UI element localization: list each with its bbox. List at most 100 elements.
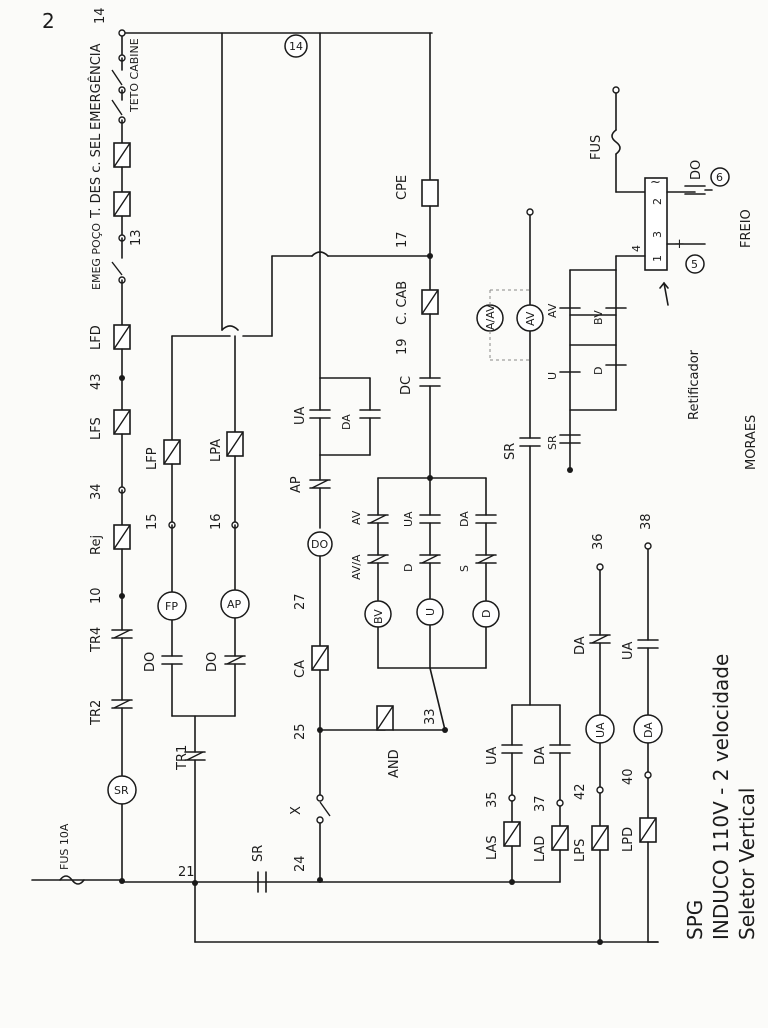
label-lfd: LFD (89, 325, 104, 350)
label-ap: AP (227, 598, 242, 611)
fuse-right (611, 129, 621, 155)
label-cpe: CPE (395, 175, 410, 200)
label-ca: CA (293, 660, 308, 678)
label-do-freio: DO (689, 160, 704, 180)
label-lpa: LPA (209, 439, 224, 462)
label-rej: Rej (89, 535, 104, 555)
teto-cabine-switch (111, 69, 123, 86)
label-n16: 16 (209, 513, 224, 530)
label-teto-cabine: TETO CABINE (128, 38, 141, 113)
label-ua-las: UA (485, 746, 500, 765)
label-n10: 10 (89, 587, 104, 604)
label-n40: 40 (621, 768, 636, 785)
label-ua-mid: UA (402, 511, 415, 527)
label-a-av: A/AV (484, 304, 497, 330)
label-n24: 24 (293, 855, 308, 872)
title-spg: SPG (683, 900, 707, 940)
label-tr4: TR4 (89, 627, 104, 653)
label-fus-dir: FUS (589, 135, 604, 160)
label-bridge-1: 1 (651, 255, 664, 262)
label-do-coil: DO (311, 538, 328, 551)
label-node-14: 14 (289, 40, 303, 53)
label-do-1: DO (143, 652, 158, 672)
label-bridge-2: 2 (651, 198, 664, 205)
label-n15: 15 (145, 513, 160, 530)
label-bridge-4: 4 (630, 245, 643, 252)
label-and: AND (387, 749, 402, 778)
label-sr-bottom: SR (251, 845, 266, 862)
label-las: LAS (485, 835, 500, 860)
label-ua-r: UA (621, 641, 636, 660)
label-tr2: TR2 (89, 700, 104, 726)
label-da-circle: DA (642, 722, 655, 738)
label-dc: DC (399, 376, 414, 395)
terminal-6 (710, 167, 730, 187)
label-lpd: LPD (621, 827, 636, 852)
label-n38: 38 (639, 513, 654, 530)
label-n35: 35 (485, 791, 500, 808)
label-n27: 27 (293, 593, 308, 610)
label-da-lad: DA (533, 746, 548, 765)
fuse-left (59, 875, 85, 885)
label-n43: 43 (89, 373, 104, 390)
label-x: X (289, 806, 304, 815)
label-n5: 5 (691, 258, 698, 271)
label-n37: 37 (533, 795, 548, 812)
label-tr1: TR1 (175, 745, 190, 771)
label-plus: + (674, 237, 685, 252)
label-lfs: LFS (89, 417, 104, 440)
label-av-circle: AV (524, 311, 537, 326)
label-n13: 13 (129, 229, 144, 246)
label-n19: 19 (395, 338, 410, 355)
rectifier-bridge (644, 177, 668, 271)
label-c-cab: C. CAB (395, 281, 410, 325)
label-n25: 25 (293, 723, 308, 740)
title-block: SPG INDUCO 110V - 2 velocidade Seletor V… (683, 654, 759, 940)
label-sr-coil: SR (114, 784, 129, 797)
label-da-top: DA (340, 414, 353, 430)
emeg-poco-switch (111, 261, 123, 276)
label-ua-circle: UA (594, 722, 607, 738)
label-t-des: T. DES c. SEL (89, 133, 104, 219)
label-sr-right: SR (503, 443, 518, 460)
label-bv-rect: BV (592, 310, 605, 325)
label-emergencia: EMERGÊNCIA (88, 43, 104, 130)
label-tilde: ~ (650, 175, 661, 190)
label-d-rect: D (592, 367, 605, 375)
label-s: S (458, 565, 471, 572)
label-n21: 21 (178, 865, 195, 880)
label-n36: 36 (591, 533, 606, 550)
node-14-circle (284, 34, 308, 58)
label-av-rect: AV (546, 303, 559, 318)
label-u-circle: U (424, 608, 437, 616)
x-switch (319, 801, 331, 817)
emergencia-switch (111, 99, 123, 116)
title-line-1: INDUCO 110V - 2 velocidade (709, 654, 733, 940)
label-ava: AV/A (350, 554, 363, 580)
label-moraes: MORAES (744, 415, 759, 470)
label-da-mid: DA (458, 511, 471, 527)
label-lfp: LFP (145, 447, 160, 470)
label-av: AV (350, 510, 363, 525)
label-n33: 33 (423, 708, 438, 725)
label-ap-contact: AP (289, 476, 304, 493)
label-u-rect: U (546, 372, 559, 380)
label-retificador: Retificador (687, 349, 702, 420)
label-n42: 42 (573, 783, 588, 800)
label-fus-esq: FUS 10A (58, 823, 71, 870)
label-d: D (402, 564, 415, 572)
terminal-5 (685, 254, 705, 274)
label-da-r: DA (573, 636, 588, 655)
label-lad: LAD (533, 836, 548, 862)
label-lps: LPS (573, 839, 588, 862)
label-ua-top: UA (293, 406, 308, 425)
page-corner-mark: 2 (42, 9, 55, 33)
label-n14: 14 (93, 7, 108, 24)
label-n6: 6 (716, 171, 723, 184)
label-freio: FREIO (739, 209, 754, 248)
labels: EMERGÊNCIA 14 TETO CABINE T. DES c. SEL … (58, 7, 759, 880)
title-line-2: Seletor Vertical (735, 788, 759, 940)
label-n34: 34 (89, 483, 104, 500)
